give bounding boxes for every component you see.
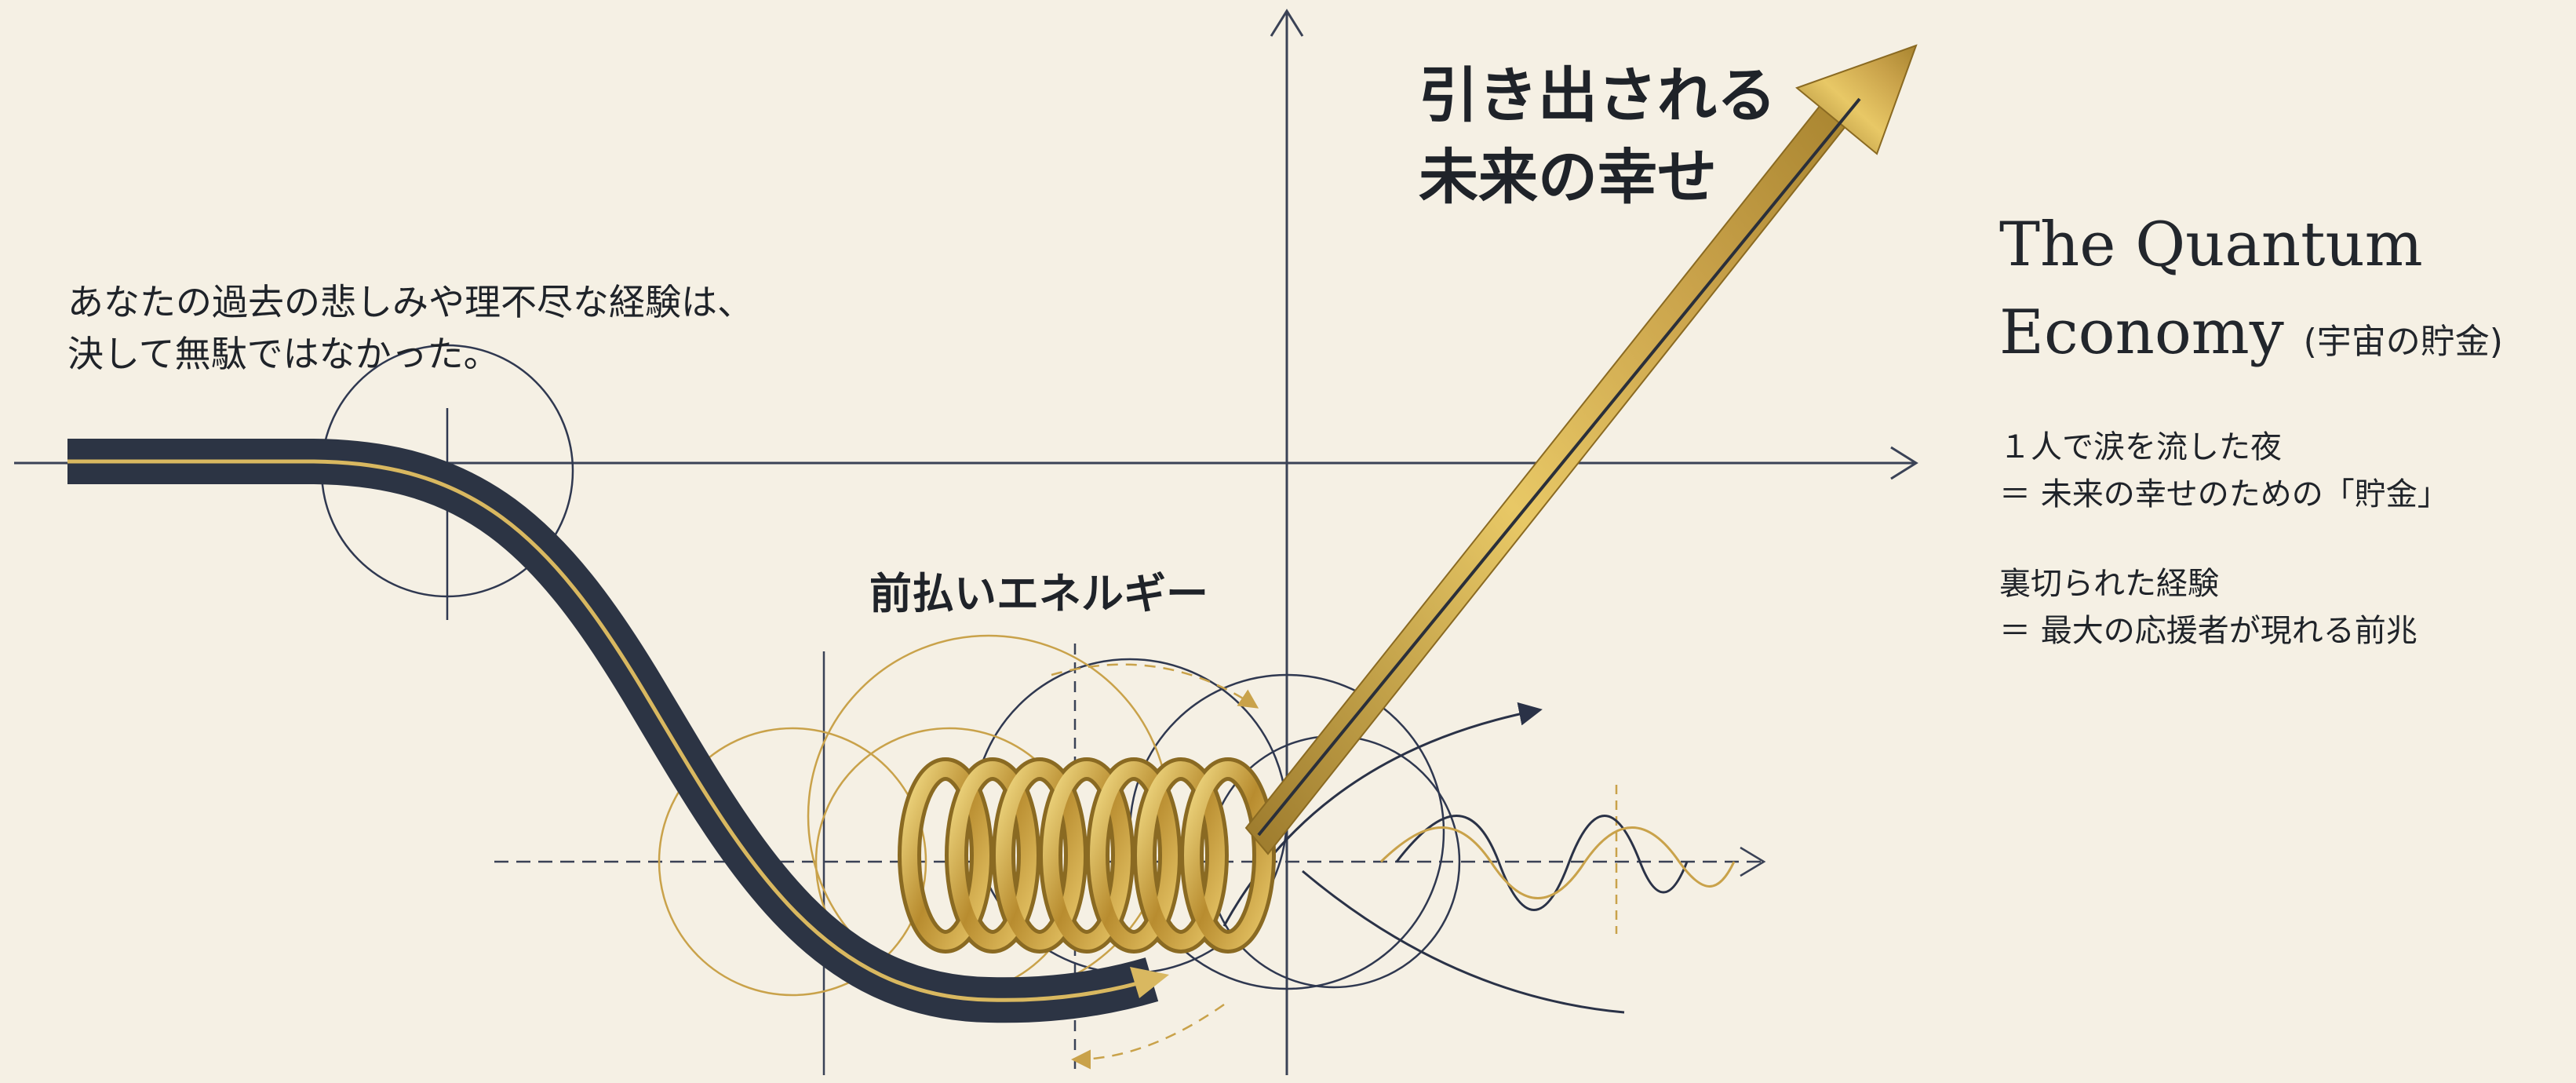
x-axis-arrowhead: [1890, 446, 1918, 480]
falling-curve-icon: [67, 439, 1169, 1023]
coil-spring-icon: [898, 757, 1276, 954]
notes-block: １人で涙を流した夜 ＝ 未来の幸せのための「貯金」 裏切られた経験 ＝ 最大の応…: [1999, 424, 2449, 655]
note-2-line-2: ＝ 最大の応援者が現れる前兆: [1999, 613, 2418, 649]
future-happiness-label: 引き出される 未来の幸せ: [1419, 55, 1776, 218]
rising-arrow-icon: [1244, 44, 1918, 855]
title-line-2-wrap: Economy (宇宙の貯金): [1999, 289, 2503, 386]
title-subtitle: (宇宙の貯金): [2303, 322, 2503, 362]
intro-line-2: 決して無駄ではなかった。: [67, 333, 500, 375]
prepaid-energy-label: 前払いエネルギー: [869, 569, 1208, 618]
note-1-line-2: ＝ 未来の幸せのための「貯金」: [1999, 476, 2449, 512]
note-1-line-1: １人で涙を流した夜: [1999, 429, 2282, 465]
construction-circles: [320, 344, 1461, 990]
diagram-title: The Quantum Economy (宇宙の貯金): [1999, 201, 2503, 386]
future-line-2: 未来の幸せ: [1419, 142, 1717, 212]
wave-lines: [1379, 815, 1736, 911]
notes-spacer: [1999, 518, 2449, 560]
title-line-2: Economy: [1999, 297, 2284, 368]
intro-text: あなたの過去の悲しみや理不尽な経験は、 決して無駄ではなかった。: [67, 276, 753, 380]
dropping-curve: [1302, 870, 1625, 1014]
future-line-1: 引き出される: [1419, 60, 1776, 130]
title-line-1: The Quantum: [1999, 210, 2423, 280]
intro-line-1: あなたの過去の悲しみや理不尽な経験は、: [67, 281, 753, 323]
y-axis-arrowhead: [1270, 9, 1304, 37]
note-2-line-1: 裏切られた経験: [1999, 566, 2219, 602]
